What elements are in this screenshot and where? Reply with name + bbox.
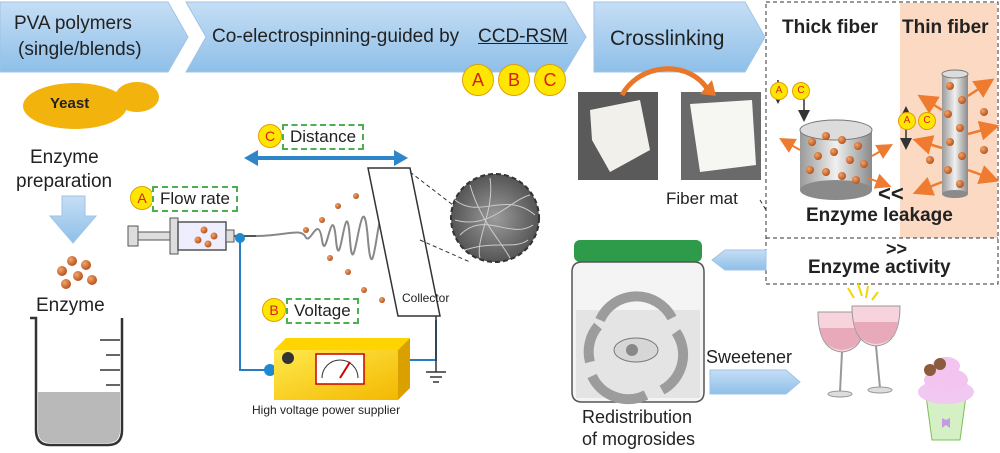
cupcake bbox=[918, 357, 974, 441]
thick-factor-c: C bbox=[792, 82, 810, 100]
yeast-label: Yeast bbox=[50, 95, 90, 112]
thick-factor-a: A bbox=[770, 82, 788, 100]
greater-than-symbol: >> bbox=[886, 239, 908, 259]
fiber-sem-image bbox=[450, 173, 540, 263]
thick-fiber-beads bbox=[806, 132, 868, 184]
down-arrow bbox=[48, 195, 98, 244]
factor-a-badge: A bbox=[462, 64, 494, 96]
thick-fiber-label: Thick fiber bbox=[782, 17, 879, 38]
arrow-to-jar bbox=[711, 249, 767, 271]
voltage-label: Voltage bbox=[286, 298, 359, 324]
enzyme-activity-label: Enzyme activity bbox=[808, 257, 951, 278]
flowrate-label: Flow rate bbox=[152, 186, 238, 212]
thin-leak-arrows bbox=[912, 78, 1000, 196]
flow-arrow-3 bbox=[593, 1, 766, 73]
sweetener-label: Sweetener bbox=[706, 347, 793, 367]
wine-glasses bbox=[817, 283, 901, 398]
thin-factor-a: A bbox=[898, 112, 916, 130]
thin-fiber-cylinder bbox=[941, 69, 969, 198]
step1-label: PVA polymers bbox=[14, 13, 132, 34]
sweetener-arrow bbox=[709, 369, 801, 395]
jar bbox=[571, 240, 705, 405]
enzyme-leakage-label: Enzyme leakage bbox=[806, 205, 953, 226]
thin-fiber-label: Thin fiber bbox=[902, 17, 989, 38]
syringe bbox=[127, 217, 256, 255]
fiber-mat-label: Fiber mat bbox=[666, 189, 738, 208]
factor-c-badge: C bbox=[534, 64, 566, 96]
step1b-label: (single/blends) bbox=[18, 39, 142, 60]
yeast-cell bbox=[23, 83, 127, 129]
thin-factor-c: C bbox=[918, 112, 936, 130]
power-label: High voltage power supplier bbox=[252, 403, 401, 417]
redistribution-label-1: Redistribution bbox=[582, 407, 693, 427]
prep-label-1: Enzyme bbox=[30, 147, 99, 168]
flow-arrow-1 bbox=[0, 1, 189, 73]
voltage-factor: B bbox=[262, 298, 286, 322]
collector-label: Collector bbox=[402, 291, 450, 305]
power-supply bbox=[274, 338, 410, 400]
thick-leak-arrows bbox=[779, 138, 893, 189]
beaker bbox=[30, 316, 124, 447]
step3-label: Crosslinking bbox=[610, 27, 725, 50]
ground-symbol bbox=[426, 316, 446, 383]
distance-label: Distance bbox=[282, 124, 365, 150]
flowrate-factor: A bbox=[130, 186, 154, 210]
prep-label-2: preparation bbox=[16, 171, 113, 192]
thick-fiber-cylinder bbox=[799, 119, 873, 200]
enzyme-dots bbox=[57, 256, 97, 289]
redistribution-label-2: of mogrosides bbox=[582, 429, 696, 449]
crosslink-curve-arrow bbox=[619, 66, 711, 97]
step2-label: Co-electrospinning-guided by bbox=[212, 26, 460, 47]
enzyme-label: Enzyme bbox=[36, 295, 105, 316]
yeast-bud bbox=[115, 82, 159, 112]
flow-arrow-2 bbox=[185, 1, 587, 73]
collector-plate bbox=[367, 167, 441, 317]
factor-b-badge: B bbox=[498, 64, 530, 96]
distance-factor: C bbox=[258, 124, 282, 148]
step2-method: CCD-RSM bbox=[478, 26, 568, 47]
sem-fibers bbox=[454, 177, 536, 259]
less-than-symbol: << bbox=[878, 181, 904, 206]
